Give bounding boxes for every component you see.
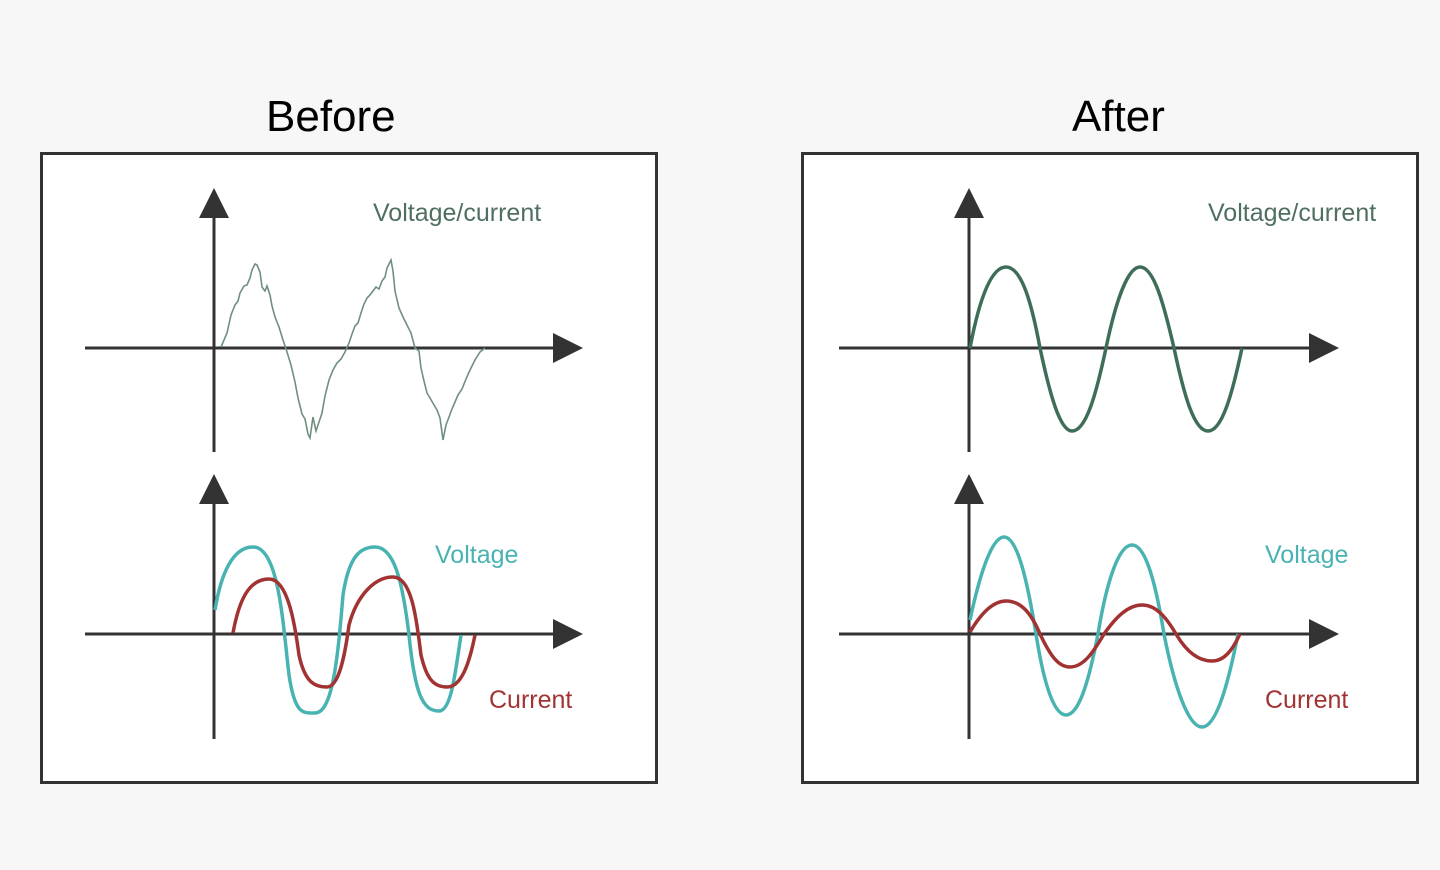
current-label: Current (489, 686, 572, 714)
voltage-label: Voltage (435, 541, 518, 569)
top-label: Voltage/current (373, 199, 541, 227)
panel-title-after: After (1072, 92, 1165, 141)
clean-wave (968, 265, 1244, 433)
after-panel: Voltage/current Voltage Current (801, 152, 1419, 784)
before-panel: Voltage/current Voltage Current (40, 152, 658, 784)
panel-title-before: Before (266, 92, 396, 141)
current-label: Current (1265, 686, 1348, 714)
distorted-wave (220, 257, 486, 441)
current-wave (968, 599, 1242, 669)
voltage-label: Voltage (1265, 541, 1348, 569)
before-diagram: Voltage/current Voltage Current (85, 188, 583, 739)
after-diagram: Voltage/current Voltage Current (839, 188, 1376, 739)
top-label: Voltage/current (1208, 199, 1376, 227)
voltage-wave (968, 535, 1240, 729)
voltage-wave (213, 545, 463, 715)
current-wave (231, 575, 477, 689)
